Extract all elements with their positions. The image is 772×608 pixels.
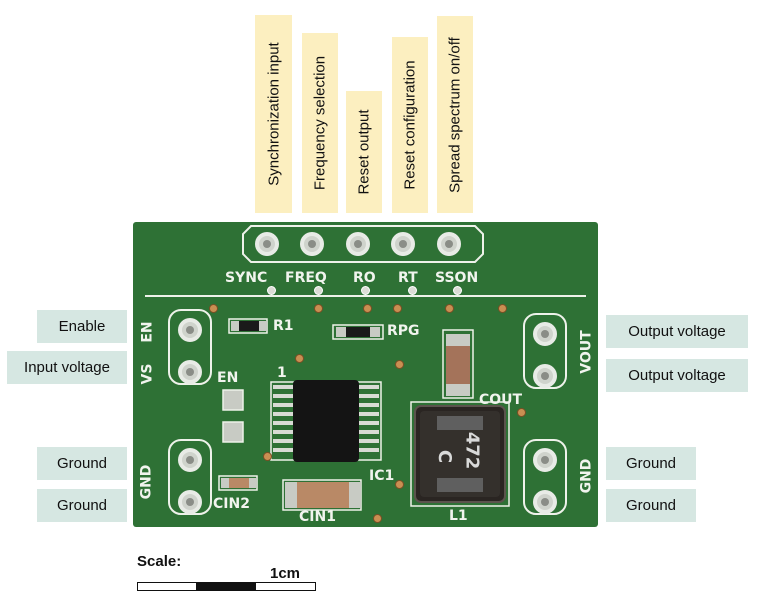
pad-gnd-left-1	[178, 448, 202, 472]
via	[517, 408, 526, 417]
pad-sson	[437, 232, 461, 256]
test-point-sson	[453, 286, 462, 295]
label-sync-input: Synchronization input	[255, 15, 292, 213]
label-ground-right-2: Ground	[606, 489, 696, 522]
pad-gnd-left-2	[178, 490, 202, 514]
via	[263, 452, 272, 461]
silk-sson: SSON	[435, 270, 479, 286]
via	[498, 304, 507, 313]
silk-l1: L1	[449, 508, 468, 524]
via	[373, 514, 382, 523]
pad-sync	[255, 232, 279, 256]
silk-gnd-left: GND	[138, 464, 155, 500]
scale-bar-white-right	[255, 582, 316, 591]
silk-sync: SYNC	[225, 270, 268, 286]
via	[393, 304, 402, 313]
pad-en	[178, 318, 202, 342]
silk-ic1: IC1	[369, 468, 395, 484]
test-point-rt	[408, 286, 417, 295]
via	[209, 304, 218, 313]
silk-r1: R1	[273, 318, 294, 334]
pad-gnd-right-2	[533, 490, 557, 514]
pad-vout-2	[533, 364, 557, 388]
silk-rt: RT	[398, 270, 418, 286]
label-reset-output: Reset output	[346, 91, 382, 213]
board-traces	[145, 225, 586, 515]
test-point-sync	[267, 286, 276, 295]
silk-gnd-right: GND	[578, 458, 595, 494]
silk-freq: FREQ	[285, 270, 327, 286]
via	[295, 354, 304, 363]
pad-vout-1	[533, 322, 557, 346]
label-ground-left-2: Ground	[37, 489, 127, 522]
label-input-voltage: Input voltage	[7, 351, 127, 384]
via	[395, 360, 404, 369]
label-reset-output-text: Reset output	[355, 109, 373, 195]
test-point-freq	[314, 286, 323, 295]
label-enable: Enable	[37, 310, 127, 343]
via	[395, 480, 404, 489]
scale-unit: 1cm	[270, 565, 301, 582]
label-reset-configuration: Reset configuration	[392, 37, 428, 213]
label-output-voltage-2: Output voltage	[606, 359, 748, 392]
pad-rt	[391, 232, 415, 256]
label-spread-spectrum-text: Spread spectrum on/off	[446, 36, 464, 193]
pad-freq	[300, 232, 324, 256]
scale-bar-white-left	[137, 582, 197, 591]
pcb-board: SYNC FREQ RO RT SSON EN VS GND VOUT GND …	[133, 222, 598, 527]
via	[314, 304, 323, 313]
label-output-voltage-1: Output voltage	[606, 315, 748, 348]
inductor-marking-1: C	[434, 449, 456, 464]
pad-ro	[346, 232, 370, 256]
silk-vout: VOUT	[578, 330, 595, 374]
label-ground-left-1: Ground	[37, 447, 127, 480]
pad-vs	[178, 360, 202, 384]
silk-cout: COUT	[479, 392, 523, 408]
silk-cin1: CIN1	[299, 509, 336, 525]
inductor-marking-2: 472	[461, 431, 483, 470]
via	[445, 304, 454, 313]
via	[363, 304, 372, 313]
silk-cin2: CIN2	[213, 496, 250, 512]
silk-pin1: 1	[277, 365, 287, 381]
label-ground-right-1: Ground	[606, 447, 696, 480]
pad-gnd-right-1	[533, 448, 557, 472]
silk-en: EN	[217, 370, 239, 386]
label-spread-spectrum: Spread spectrum on/off	[437, 16, 473, 213]
label-frequency-selection-text: Frequency selection	[311, 55, 329, 191]
label-sync-input-text: Synchronization input	[265, 42, 282, 186]
label-frequency-selection: Frequency selection	[302, 33, 338, 213]
silk-en-edge: EN	[139, 321, 156, 343]
test-point-ro	[361, 286, 370, 295]
silk-rpg: RPG	[387, 323, 420, 339]
scale-bar-black	[196, 582, 256, 591]
label-reset-configuration-text: Reset configuration	[401, 60, 419, 190]
silk-vs: VS	[139, 363, 156, 385]
scale-title: Scale:	[137, 553, 182, 570]
silk-ro: RO	[353, 270, 376, 286]
